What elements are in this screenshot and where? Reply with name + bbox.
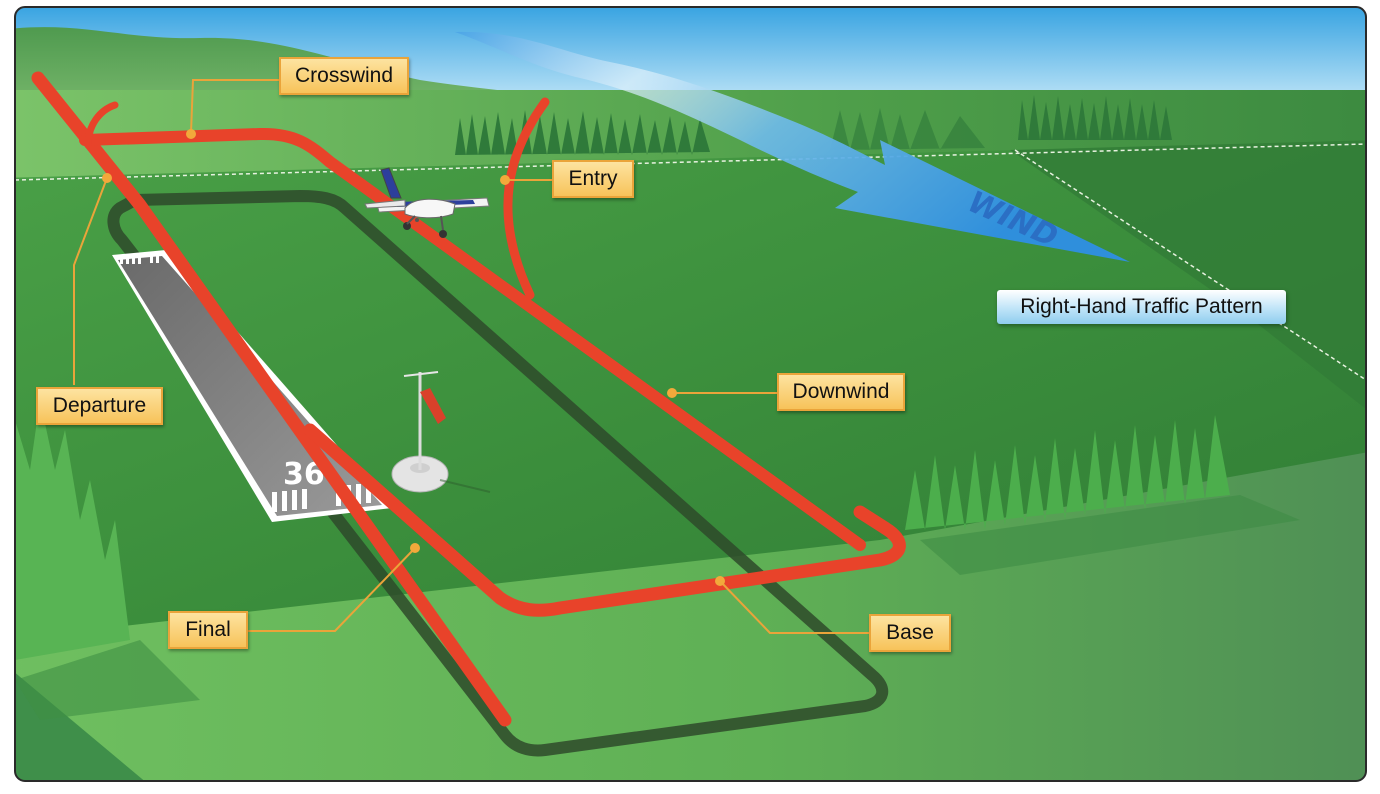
base-leg — [303, 423, 906, 617]
foreground-trees-left — [15, 400, 200, 720]
label-entry: Entry — [552, 160, 634, 198]
main-field — [15, 140, 1366, 680]
diagram-frame — [14, 6, 1367, 782]
field-boundary-line — [15, 143, 1366, 181]
label-final: Final — [168, 611, 248, 649]
airplane-icon — [364, 167, 490, 238]
departure-final-leg — [31, 71, 512, 727]
foreground-trees-right — [905, 415, 1300, 575]
label-base: Base — [869, 614, 951, 652]
departure-turn — [84, 101, 119, 149]
pattern-ground-shadow — [107, 190, 889, 757]
distant-treeline — [455, 95, 1180, 155]
right-field — [1010, 140, 1366, 420]
entry-leg — [503, 97, 550, 300]
label-crosswind: Crosswind — [279, 57, 409, 95]
label-traffic-pattern: Right-Hand Traffic Pattern — [997, 290, 1286, 324]
traffic-pattern-path — [31, 71, 906, 727]
windsock — [391, 371, 491, 493]
label-departure: Departure — [36, 387, 163, 425]
label-leader-lines — [73, 79, 872, 634]
crosswind-downwind-leg — [79, 127, 866, 551]
label-downwind: Downwind — [777, 373, 905, 411]
label-anchor-dots — [102, 129, 725, 586]
